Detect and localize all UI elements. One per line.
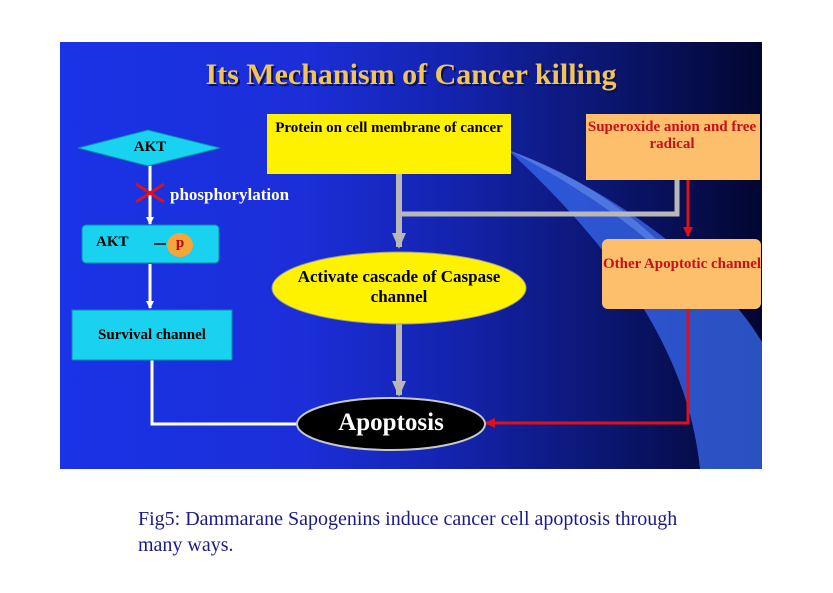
other-apoptotic-box — [602, 239, 761, 309]
p-circle — [167, 233, 193, 257]
superoxide-to-caspase-line — [399, 180, 680, 217]
block-cross-icon-b — [135, 182, 165, 204]
superoxide-label: Superoxide anion and free radical — [587, 119, 757, 153]
protein-label: Protein on cell membrane of cancer — [275, 120, 503, 136]
swoosh-decoration — [508, 150, 762, 469]
slide-title: Its Mechanism of Cancer killing — [205, 58, 617, 91]
other-apoptotic-label: Other Apoptotic channel — [602, 256, 762, 272]
apoptosis-label: Apoptosis — [338, 409, 444, 436]
diagram-slide: Its Mechanism of Cancer killing AKT phos… — [60, 42, 762, 469]
akt-p-label: AKT — [96, 234, 129, 250]
survival-channel-label: Survival channel — [98, 327, 206, 343]
superoxide-box — [586, 114, 760, 180]
akt-diamond — [77, 129, 221, 167]
survival-channel-box — [71, 309, 233, 361]
akt-label: AKT — [133, 139, 167, 155]
other-to-apoptosis-arrow — [485, 310, 690, 428]
p-label: p — [175, 235, 185, 251]
survival-to-apoptosis-line — [150, 360, 298, 426]
diagram-shapes — [71, 114, 762, 469]
apoptosis-ellipse — [296, 397, 486, 451]
caspase-ellipse — [271, 251, 527, 325]
caspase-label: Activate cascade of Caspase channel — [297, 267, 501, 306]
phosphorylation-label: phosphorylation — [170, 185, 290, 204]
protein-box — [267, 114, 511, 174]
figure-caption: Fig5: Dammarane Sapogenins induce cancer… — [138, 508, 678, 556]
